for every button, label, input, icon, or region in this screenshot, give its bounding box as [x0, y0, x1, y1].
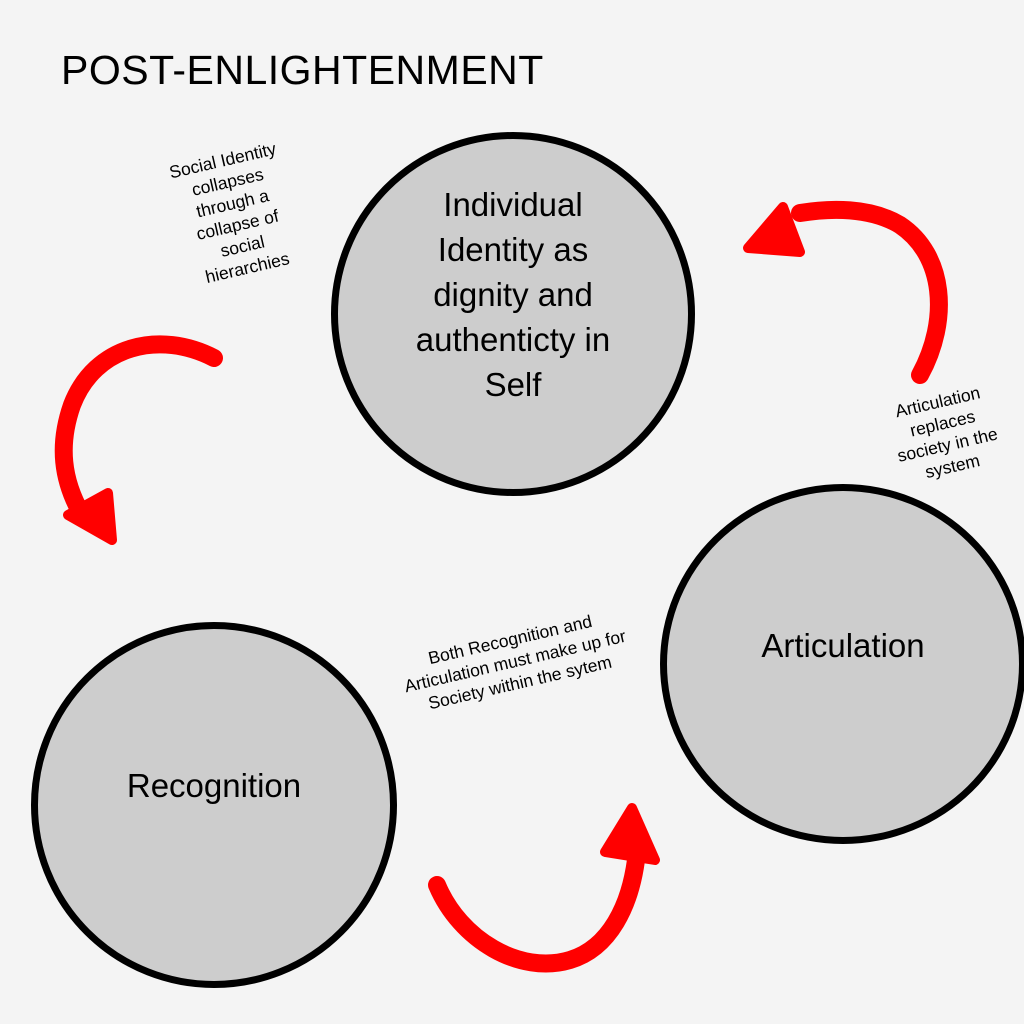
arrow-articulation-to-identity-shaft	[791, 200, 948, 384]
arrow-recognition-to-articulation-shaft	[428, 851, 645, 973]
arrow-recognition-to-articulation-shaft-taper	[433, 881, 484, 944]
node-recognition: Recognition	[31, 622, 397, 988]
curved-arrow-down-icon	[54, 335, 223, 545]
arrow-articulation-to-identity-head	[743, 202, 805, 257]
page-title: POST-ENLIGHTENMENT	[61, 47, 544, 93]
arrow-identity-to-recognition-shaft	[54, 335, 223, 524]
node-label: Articulation	[761, 626, 925, 664]
node-individual-identity: Individual Identity as dignity and authe…	[331, 132, 695, 496]
arrow-identity-to-recognition-shaft-taper	[116, 341, 218, 362]
node-label: Individual Identity as dignity and authe…	[415, 185, 611, 403]
arrow-identity-to-recognition-head	[63, 488, 117, 545]
arrow-articulation-to-identity-shaft-taper	[916, 306, 946, 379]
arrow-recognition-to-articulation-head	[600, 803, 660, 865]
node-articulation: Articulation	[660, 484, 1024, 844]
curved-arrow-left-icon	[743, 200, 948, 384]
node-label: Recognition	[126, 766, 302, 804]
curved-arrow-up-icon	[428, 803, 660, 973]
